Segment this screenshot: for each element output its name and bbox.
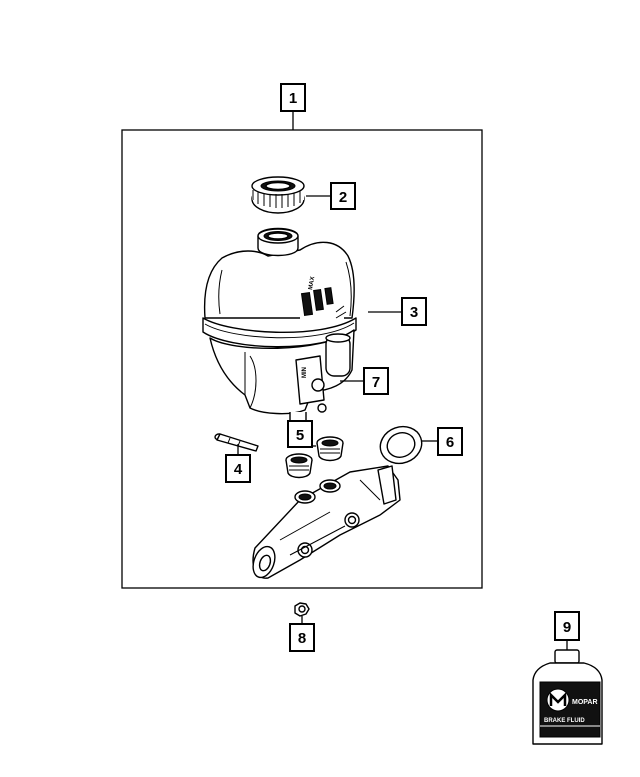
reservoir-grommets[interactable]: [285, 436, 344, 479]
callout-3[interactable]: 3: [401, 297, 427, 326]
callout-9-label: 9: [563, 619, 571, 636]
reservoir-marking-panel: MAX MIN: [300, 276, 347, 378]
max-marking: MAX: [308, 276, 316, 290]
callout-9[interactable]: 9: [554, 611, 580, 641]
callout-5[interactable]: 5: [287, 420, 313, 448]
callout-3-label: 3: [410, 304, 418, 321]
callout-6[interactable]: 6: [437, 427, 463, 456]
callout-6-label: 6: [446, 434, 454, 451]
master-cylinder-body[interactable]: [249, 465, 401, 580]
callout-4-label: 4: [234, 461, 243, 478]
callout-7[interactable]: 7: [363, 367, 389, 395]
callout-2-label: 2: [339, 189, 347, 206]
bottle-brand: MOPAR: [572, 699, 598, 706]
mounting-nut[interactable]: [294, 602, 310, 617]
callout-1-label: 1: [289, 90, 297, 107]
assembly-frame: [121, 129, 483, 589]
callout-5-label: 5: [296, 427, 304, 444]
brake-fluid-bottle[interactable]: MOPAR BRAKE FLUID: [532, 649, 603, 745]
retaining-pin[interactable]: [214, 433, 259, 452]
callout-8-label: 8: [298, 630, 306, 647]
callout-7-label: 7: [372, 374, 380, 391]
callout-4[interactable]: 4: [225, 454, 251, 483]
fluid-reservoir[interactable]: MAX MIN: [202, 227, 357, 430]
callout-2[interactable]: 2: [330, 182, 356, 210]
seal-ring[interactable]: [375, 421, 427, 469]
min-marking: MIN: [302, 367, 308, 378]
bottle-product: BRAKE FLUID: [544, 718, 585, 724]
callout-1[interactable]: 1: [280, 83, 306, 112]
reservoir-cap[interactable]: [251, 176, 305, 214]
callout-8[interactable]: 8: [289, 623, 315, 652]
